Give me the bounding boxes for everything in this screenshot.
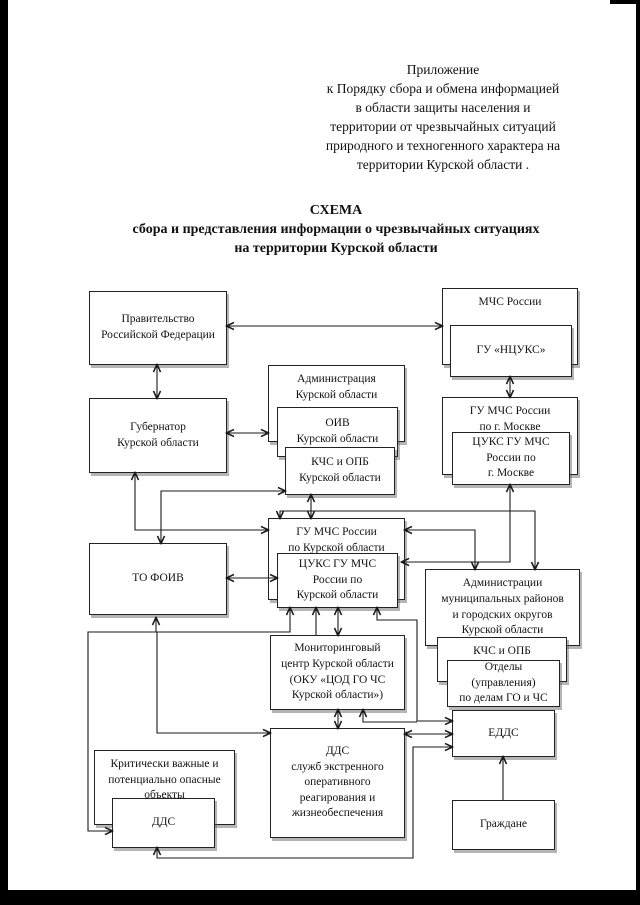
kchs-opb-municipalnye-label: КЧС и ОПБ (473, 645, 531, 657)
appendix-line: Приложение (406, 62, 480, 77)
page-edge-corner (610, 0, 640, 4)
box-edds: ЕДДС (452, 710, 555, 757)
appendix-line: в области защиты населения и (355, 100, 531, 115)
page-edge-left (0, 0, 8, 905)
connector-to-foiv-kchs-opb (161, 491, 285, 543)
connector-trunk-dds-sluzhb (156, 632, 270, 733)
mchs-rossii-label: МЧС России (478, 296, 542, 308)
grazhdane-label: Граждане (480, 818, 527, 831)
page-edge-bottom (0, 890, 640, 905)
box-dds-kvo: ДДС (112, 798, 215, 848)
connector-edds-monitoring (363, 710, 417, 723)
appendix-line: к Порядку сбора и обмена информацией (326, 81, 560, 96)
appendix-header: Приложение к Порядку сбора и обмена инфо… (283, 60, 603, 174)
edds-label: ЕДДС (488, 726, 519, 739)
to-foiv-label: ТО ФОИВ (132, 572, 184, 585)
page-edge-right (636, 0, 640, 905)
connector-cuks-moskva-cuks-kursk (402, 485, 510, 562)
connector-gubernator-gu-mchs-kursk (135, 473, 268, 530)
appendix-line: природного и техногенного характера на (325, 138, 561, 153)
appendix-line: территории от чрезвычайных ситуаций (330, 119, 556, 134)
appendix-line: территории Курской области . (356, 157, 530, 172)
scheme-title-line: на территории Курской области (234, 241, 438, 256)
box-otdely-go-chs: Отделы(управления)по делам ГО и ЧС (447, 660, 560, 707)
otdely-go-chs-label: Отделы(управления)по делам ГО и ЧС (459, 661, 548, 705)
scheme-title: СХЕМА сбора и представления информации о… (26, 201, 640, 258)
dds-kvo-label: ДДС (151, 816, 176, 829)
box-grazhdane: Граждане (452, 800, 555, 850)
scheme-title-line: сбора и представления информации о чрезв… (132, 222, 540, 237)
connector-gu-mchs-kursk-admin-mun-2 (405, 530, 475, 569)
box-gu-ncuks: ГУ «НЦУКС» (450, 325, 572, 377)
box-to-foiv: ТО ФОИВ (89, 543, 227, 615)
gu-ncuks-label: ГУ «НЦУКС» (476, 344, 546, 357)
scheme-title-line: СХЕМА (309, 203, 363, 218)
